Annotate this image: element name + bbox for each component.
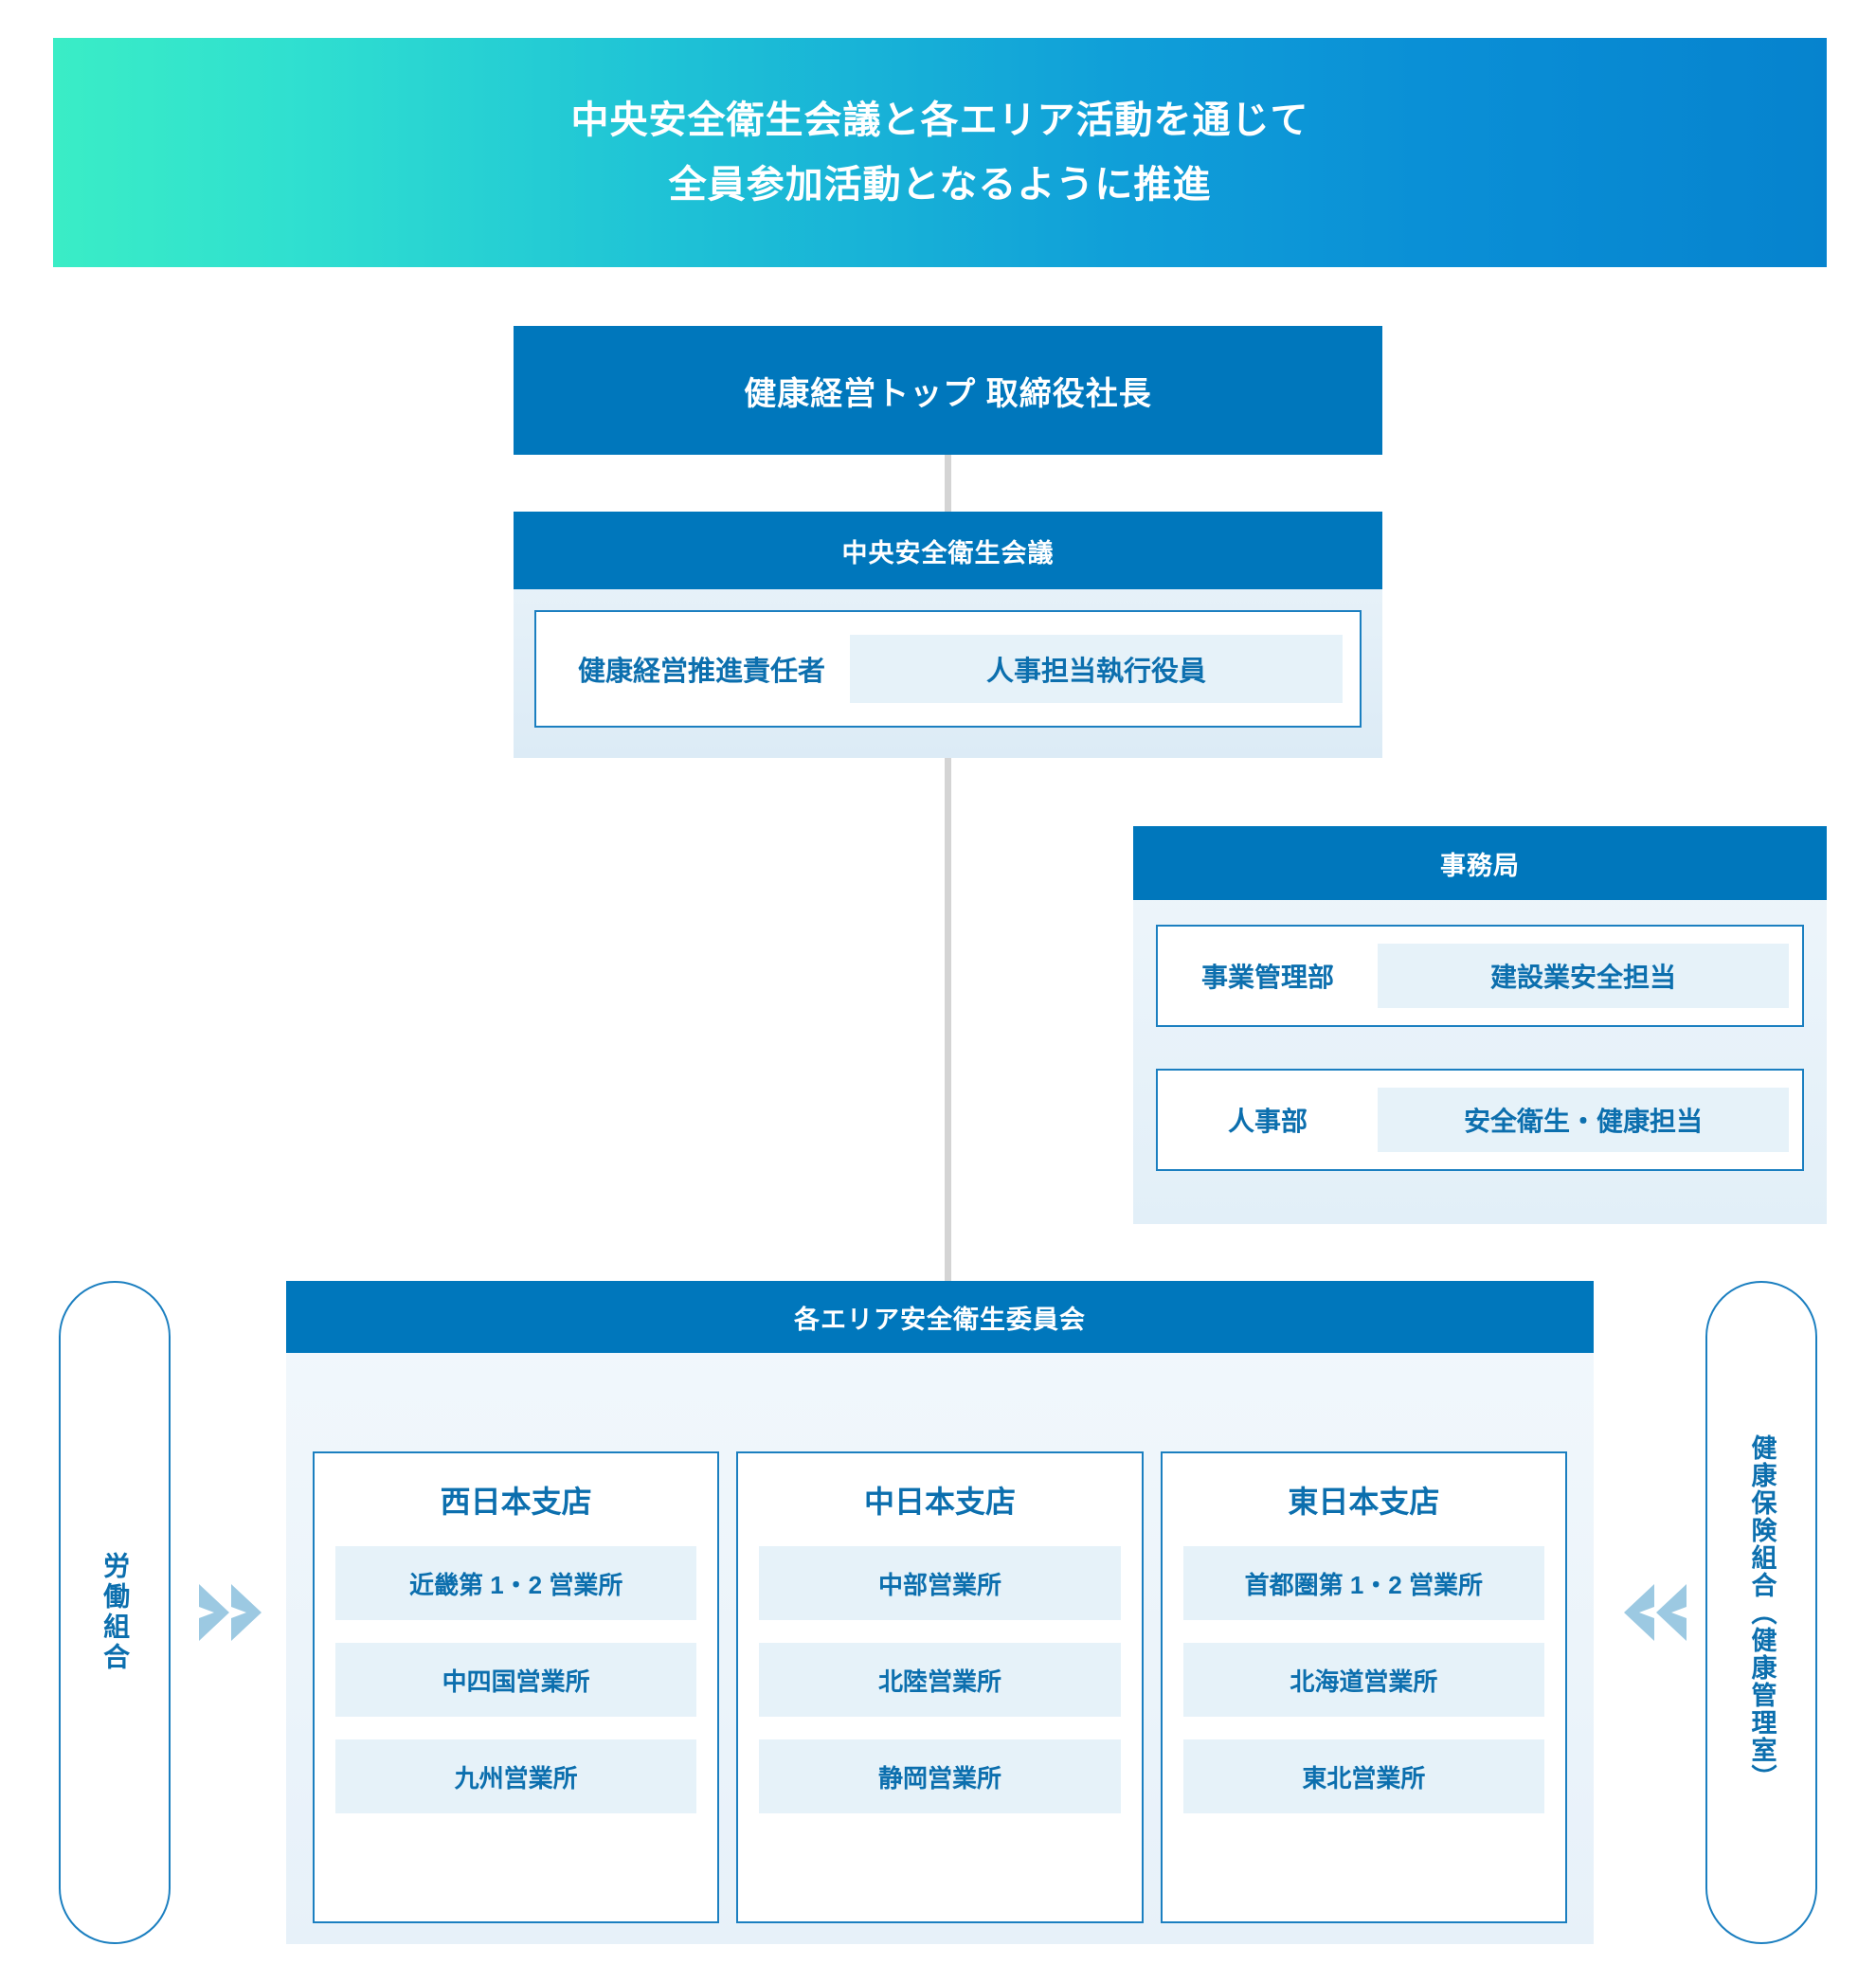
office-kinki-1-2[interactable]: 近畿第 1・2 営業所 bbox=[335, 1546, 697, 1620]
office-hokuriku[interactable]: 北陸営業所 bbox=[759, 1643, 1121, 1717]
central-council-group: 中央安全衛生会議 健康経営推進責任者 人事担当執行役員 bbox=[514, 512, 1382, 758]
central-council-header[interactable]: 中央安全衛生会議 bbox=[514, 512, 1382, 589]
secretariat-group: 事務局 事業管理部 建設業安全担当 人事部 安全衛生・健康担当 bbox=[1133, 826, 1827, 1224]
secretariat-row-business-management: 事業管理部 建設業安全担当 bbox=[1156, 925, 1804, 1027]
role-hr-executive-officer[interactable]: 人事担当執行役員 bbox=[850, 635, 1343, 703]
labor-union-capsule[interactable]: 労働組合 bbox=[59, 1281, 171, 1944]
secretariat-dept-business-management: 事業管理部 bbox=[1200, 963, 1334, 992]
secretariat-header[interactable]: 事務局 bbox=[1133, 826, 1827, 900]
secretariat-role-safety-health[interactable]: 安全衛生・健康担当 bbox=[1378, 1088, 1789, 1152]
header-banner: 中央安全衛生会議と各エリア活動を通じて 全員参加活動となるように推進 bbox=[53, 38, 1827, 267]
top-node-label: 健康経営トップ 取締役社長 bbox=[744, 375, 1152, 412]
branch-west-japan[interactable]: 西日本支店 近畿第 1・2 営業所 中四国営業所 九州営業所 bbox=[313, 1451, 720, 1923]
office-tohoku[interactable]: 東北営業所 bbox=[1182, 1739, 1544, 1813]
double-chevron-left-icon bbox=[1614, 1575, 1690, 1650]
secretariat-row-hr: 人事部 安全衛生・健康担当 bbox=[1156, 1069, 1804, 1171]
office-chushikoku[interactable]: 中四国営業所 bbox=[335, 1643, 697, 1717]
central-council-header-label: 中央安全衛生会議 bbox=[841, 538, 1055, 568]
branch-title-east: 東日本支店 bbox=[1288, 1485, 1440, 1519]
central-council-roles: 健康経営推進責任者 人事担当執行役員 bbox=[534, 610, 1362, 728]
office-shutoken-1-2[interactable]: 首都圏第 1・2 営業所 bbox=[1182, 1546, 1544, 1620]
role-health-management-officer[interactable]: 健康経営推進責任者 bbox=[578, 657, 826, 687]
health-insurance-label: 健康保険組合（健康管理室） bbox=[1747, 1433, 1777, 1792]
secretariat-dept-hr: 人事部 bbox=[1227, 1107, 1308, 1136]
secretariat-role-construction-safety[interactable]: 建設業安全担当 bbox=[1378, 944, 1789, 1008]
secretariat-header-label: 事務局 bbox=[1440, 851, 1520, 880]
office-hokkaido[interactable]: 北海道営業所 bbox=[1182, 1643, 1544, 1717]
area-committee-header[interactable]: 各エリア安全衛生委員会 bbox=[286, 1281, 1594, 1353]
branch-columns: 西日本支店 近畿第 1・2 営業所 中四国営業所 九州営業所 中日本支店 中部営… bbox=[313, 1451, 1567, 1923]
office-shizuoka[interactable]: 静岡営業所 bbox=[759, 1739, 1121, 1813]
health-insurance-capsule[interactable]: 健康保険組合（健康管理室） bbox=[1705, 1281, 1817, 1944]
office-chubu[interactable]: 中部営業所 bbox=[759, 1546, 1121, 1620]
connector-top-to-central bbox=[945, 455, 951, 514]
banner-line-1: 中央安全衛生会議と各エリア活動を通じて bbox=[570, 99, 1309, 141]
node-health-management-top[interactable]: 健康経営トップ 取締役社長 bbox=[514, 326, 1382, 455]
banner-line-2: 全員参加活動となるように推進 bbox=[668, 164, 1212, 206]
office-kyushu[interactable]: 九州営業所 bbox=[335, 1739, 697, 1813]
connector-central-to-area bbox=[945, 758, 951, 1283]
labor-union-label: 労働組合 bbox=[100, 1552, 131, 1673]
double-chevron-right-icon bbox=[195, 1575, 271, 1650]
branch-title-west: 西日本支店 bbox=[440, 1485, 592, 1519]
branch-east-japan[interactable]: 東日本支店 首都圏第 1・2 営業所 北海道営業所 東北営業所 bbox=[1160, 1451, 1567, 1923]
area-committee-group: 各エリア安全衛生委員会 西日本支店 近畿第 1・2 営業所 中四国営業所 九州営… bbox=[286, 1281, 1594, 1944]
branch-central-japan[interactable]: 中日本支店 中部営業所 北陸営業所 静岡営業所 bbox=[736, 1451, 1144, 1923]
area-committee-header-label: 各エリア安全衛生委員会 bbox=[794, 1305, 1086, 1334]
branch-title-central: 中日本支店 bbox=[863, 1485, 1016, 1519]
